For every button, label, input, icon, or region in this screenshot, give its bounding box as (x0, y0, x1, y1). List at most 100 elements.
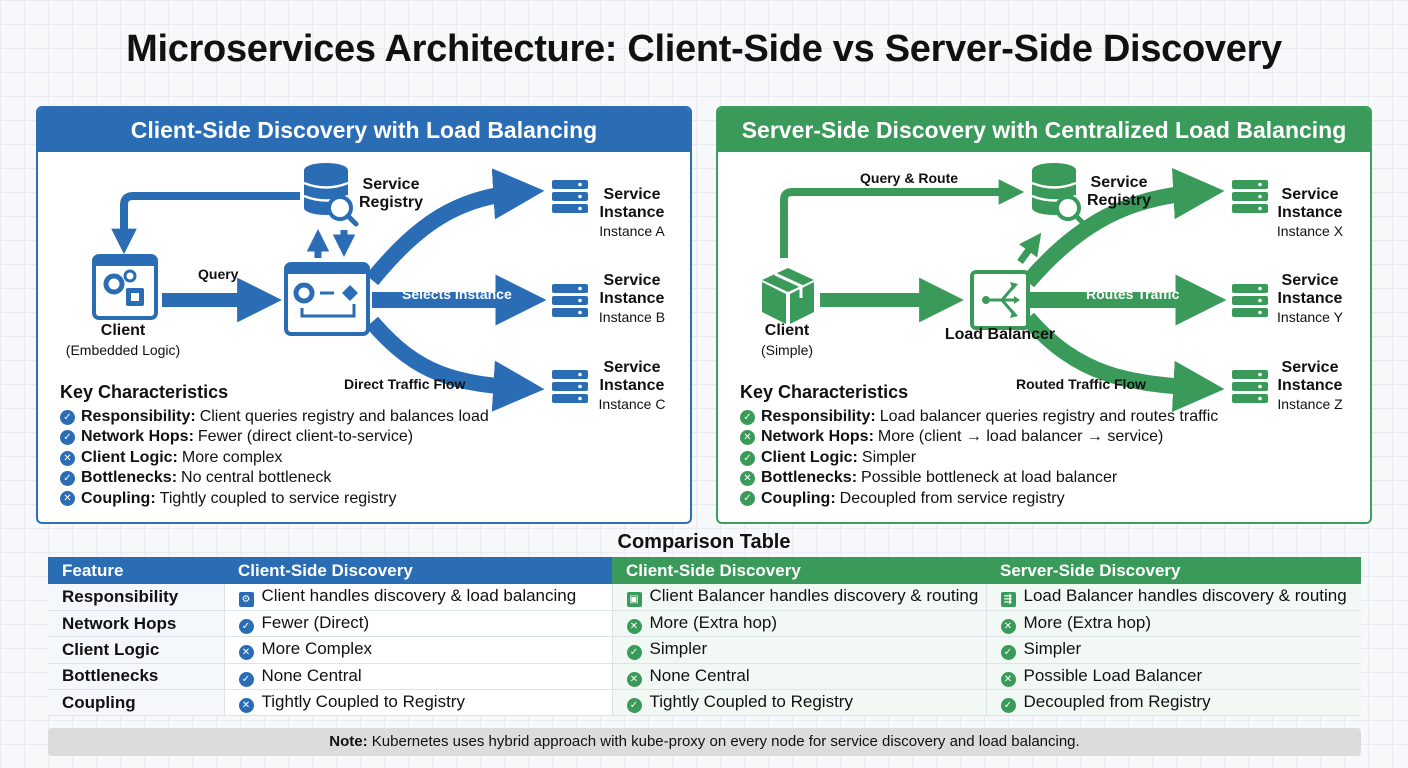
routes-traffic-label: Routes Traffic (1086, 286, 1180, 302)
table-cell: ✓Decoupled from Registry (985, 689, 1361, 717)
feature-cell: Bottlenecks (48, 663, 224, 691)
table-row: Client Logic ✕More Complex ✓Simpler ✓Sim… (48, 636, 1361, 664)
server-side-header: Server-Side Discovery with Centralized L… (718, 108, 1370, 152)
feature-cell: Network Hops (48, 610, 224, 638)
column-header: Client-Side Discovery (612, 557, 986, 584)
check-icon: ✓ (60, 430, 75, 446)
comparison-table-title: Comparison Table (617, 531, 791, 553)
box-icon: ▣ (626, 592, 642, 608)
cross-icon: ✕ (60, 491, 75, 507)
cross-icon: ✕ (626, 619, 642, 635)
table-cell: ✓Tightly Coupled to Registry (611, 689, 986, 717)
arrow-to-instance-z (1021, 312, 1225, 412)
table-cell: ✕More (Extra hop) (985, 610, 1361, 638)
list-item: ✓Bottlenecks:No central bottleneck (60, 468, 489, 488)
key-characteristics: Key Characteristics ✓Responsibility:Load… (740, 382, 1218, 509)
table-cell: ✕Tightly Coupled to Registry (223, 689, 612, 717)
check-icon: ✓ (238, 671, 254, 687)
database-icon (1031, 163, 1087, 227)
client-sub-label: (Embedded Logic) (65, 342, 181, 358)
page-title: Microservices Architecture: Client-Side … (126, 28, 1282, 70)
arrow-to-instance-x (1021, 168, 1225, 288)
instance-a: Service Instance Instance A (599, 186, 665, 239)
column-header: Client-Side Discovery (224, 557, 612, 584)
load-balancing-logic-icon (284, 262, 370, 336)
client-side-flow-diagram (92, 163, 588, 412)
registry-label: Service Registry (358, 176, 424, 211)
table-cell: ⚙Client handles discovery & load balanci… (223, 584, 612, 611)
key-characteristics-title: Key Characteristics (740, 382, 909, 402)
column-header: Feature (48, 557, 224, 584)
list-item: ✕Coupling:Tightly coupled to service reg… (60, 489, 489, 509)
registry-to-client-arrow (111, 192, 300, 255)
client-side-header: Client-Side Discovery with Load Balancin… (38, 108, 690, 152)
feature-cell: Client Logic (48, 636, 224, 664)
table-cell: ✕Possible Load Balancer (985, 663, 1361, 691)
check-icon: ✓ (60, 470, 75, 486)
selects-instance-label: Selects Instance (402, 286, 512, 302)
box-icon (762, 268, 814, 324)
server-icon-c (552, 370, 588, 403)
check-icon: ✓ (626, 645, 642, 661)
routed-traffic-label: Routed Traffic Flow (1016, 376, 1146, 392)
query-route-label: Query & Route (860, 170, 959, 186)
table-cell: ✓Simpler (611, 636, 986, 664)
client-sub-label: (Simple) (760, 342, 814, 358)
list-item: ✓Network Hops:Fewer (direct client-to-se… (60, 427, 489, 447)
list-item: ✕Bottlenecks:Possible bottleneck at load… (740, 468, 1218, 488)
table-cell: ▣Client Balancer handles discovery & rou… (611, 584, 986, 611)
table-cell: ⇶Load Balancer handles discovery & routi… (985, 584, 1361, 611)
list-item: ✕Client Logic:More complex (60, 448, 489, 468)
instance-b: Service Instance Instance B (598, 272, 666, 325)
list-item: ✓Responsibility:Client queries registry … (60, 407, 489, 427)
lb-to-registry-arrow (1017, 232, 1042, 265)
cross-icon: ✕ (238, 698, 254, 714)
check-icon: ✓ (60, 409, 75, 425)
server-icon-b (552, 284, 588, 317)
cross-icon: ✕ (1000, 671, 1016, 687)
table-row: Responsibility ⚙Client handles discovery… (48, 584, 1361, 611)
table-cell: ✕More (Extra hop) (611, 610, 986, 638)
key-characteristics-title: Key Characteristics (60, 382, 229, 402)
table-row: Network Hops ✓Fewer (Direct) ✕More (Extr… (48, 610, 1361, 638)
check-icon: ✓ (740, 491, 755, 507)
table-cell: ✕None Central (611, 663, 986, 691)
server-icon-z (1232, 370, 1268, 403)
check-icon: ✓ (740, 409, 755, 425)
cross-icon: ✕ (740, 470, 755, 486)
table-header-row: Feature Client-Side Discovery Client-Sid… (48, 557, 1361, 584)
list-item: ✓Client Logic:Simpler (740, 448, 1218, 468)
table-cell: ✓Fewer (Direct) (223, 610, 612, 638)
feature-cell: Coupling (48, 689, 224, 717)
database-icon (303, 163, 359, 227)
characteristics-list: ✓Responsibility:Client queries registry … (60, 407, 489, 509)
server-side-flow-diagram (762, 163, 1268, 412)
client-label: Client (764, 322, 810, 339)
check-icon: ✓ (740, 450, 755, 466)
instance-z: Service Instance Instance Z (1277, 359, 1343, 412)
check-icon: ✓ (238, 619, 254, 635)
client-label: Client (100, 322, 146, 339)
direct-traffic-label: Direct Traffic Flow (344, 376, 466, 392)
note-bar: Note: Kubernetes uses hybrid approach wi… (48, 728, 1361, 756)
table-row: Coupling ✕Tightly Coupled to Registry ✓T… (48, 689, 1361, 717)
list-item: ✓Coupling:Decoupled from service registr… (740, 489, 1218, 509)
server-side-panel: Server-Side Discovery with Centralized L… (716, 106, 1372, 524)
table-row: Bottlenecks ✓None Central ✕None Central … (48, 663, 1361, 691)
note-key: Note: (329, 733, 368, 750)
characteristics-list: ✓Responsibility:Load balancer queries re… (740, 407, 1218, 509)
client-icon: ⚙ (238, 592, 254, 608)
server-icon-x (1232, 180, 1268, 213)
query-route-arrow (780, 179, 1025, 258)
arrow-to-instance-c (365, 316, 545, 412)
check-icon: ✓ (1000, 698, 1016, 714)
load-balancer-icon: ⇶ (1000, 592, 1016, 608)
column-header: Server-Side Discovery (986, 557, 1361, 584)
cross-icon: ✕ (238, 645, 254, 661)
note-text: Kubernetes uses hybrid approach with kub… (371, 733, 1080, 750)
table-cell: ✓Simpler (985, 636, 1361, 664)
instance-x: Service Instance Instance X (1276, 186, 1344, 239)
client-app-icon (92, 254, 158, 320)
registry-label: Service Registry (1086, 174, 1152, 209)
check-icon: ✓ (626, 698, 642, 714)
